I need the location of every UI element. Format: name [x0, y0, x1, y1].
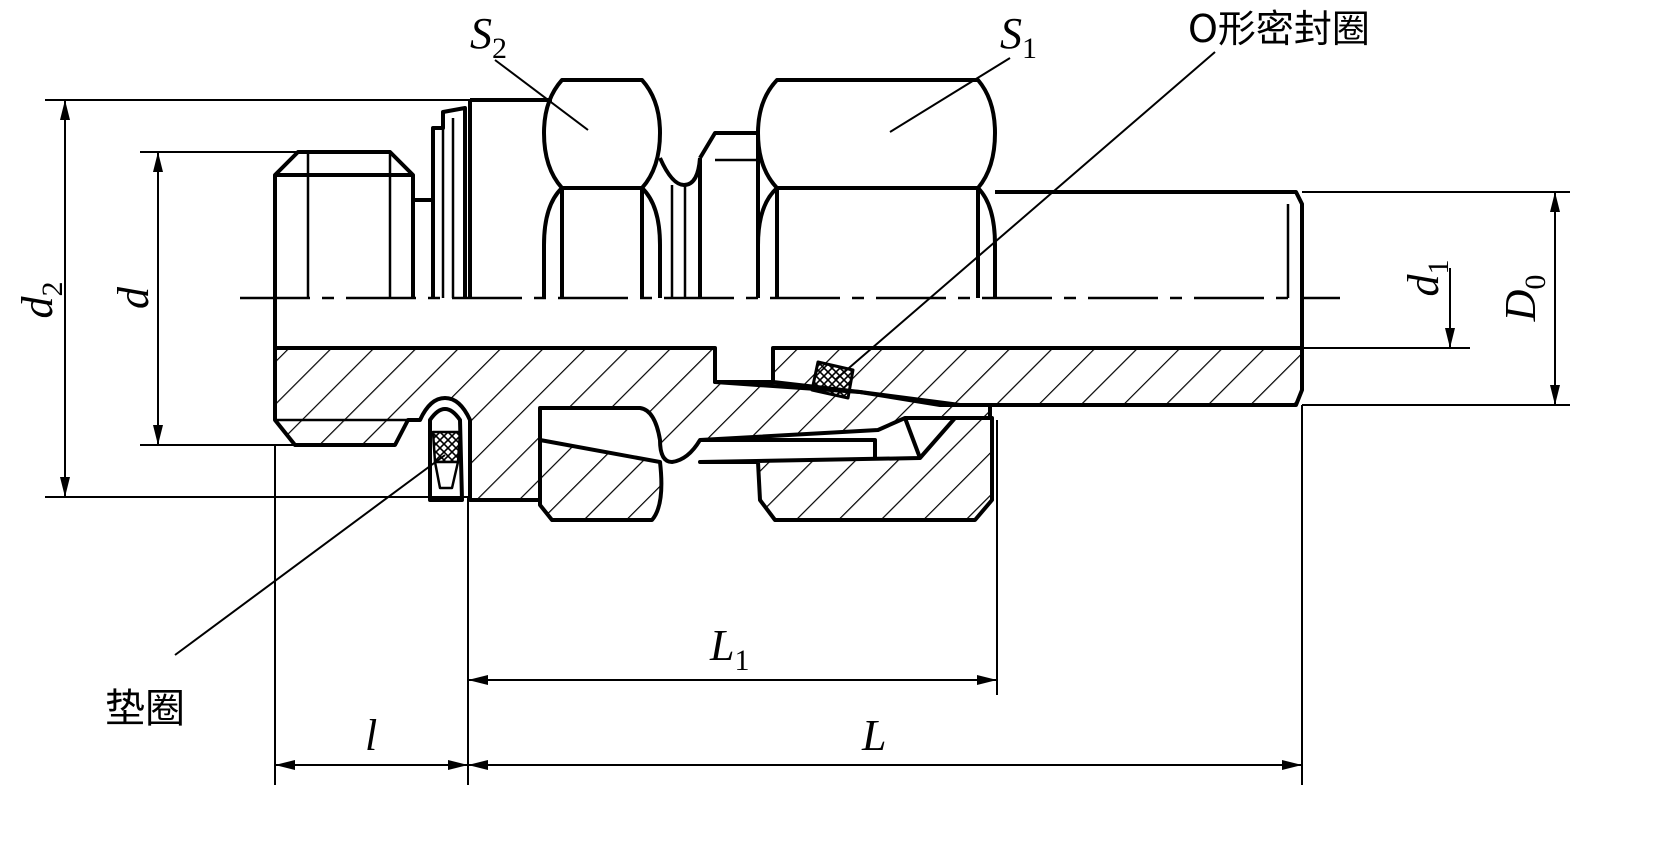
label-oring: O形密封圈 [1188, 7, 1370, 51]
leader-s1 [889, 57, 1011, 133]
hex-s2-outline [542, 78, 662, 190]
text-labels: S2 S1 O形密封圈 垫圈 d2 d d1 D0 L1 l L [13, 7, 1552, 760]
leader-s2 [494, 59, 589, 131]
dimension-lines [45, 51, 1570, 785]
label-l: l [365, 711, 377, 760]
label-s1: S1 [1000, 9, 1037, 65]
washer-seal [431, 430, 462, 464]
flange-steps [413, 106, 467, 298]
lower-section-view [273, 298, 1304, 522]
leader-washer [174, 454, 446, 656]
label-D0: D0 [1496, 275, 1552, 323]
label-d2: d2 [13, 282, 69, 319]
groove [658, 157, 702, 187]
hex-s1-outline [756, 78, 997, 190]
label-L: L [861, 711, 886, 760]
leader-oring [834, 51, 1216, 381]
body-section [273, 346, 992, 502]
nut-s1-section [698, 416, 994, 522]
label-L1: L1 [709, 621, 749, 677]
thread-stud-outline [273, 150, 415, 298]
bore [273, 298, 1304, 350]
pipe-outline [995, 190, 1304, 298]
nut-s2-section [538, 438, 664, 522]
label-d: d [109, 286, 158, 309]
label-d1: d1 [1399, 260, 1455, 297]
pipe-section [771, 346, 1304, 407]
o-ring [810, 360, 855, 400]
sleeve-step [698, 131, 760, 298]
label-washer: 垫圈 [105, 686, 185, 732]
label-s2: S2 [470, 9, 507, 65]
upper-external-view [273, 78, 1304, 298]
